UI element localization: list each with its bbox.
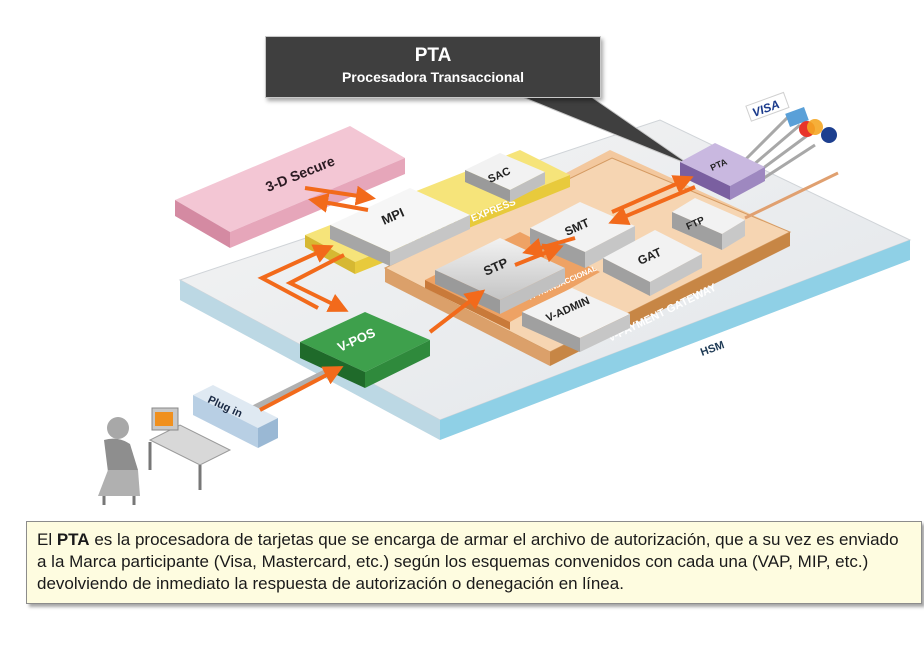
- callout-title: PTA: [414, 45, 452, 66]
- callout-subtitle: Procesadora Transaccional: [341, 69, 525, 85]
- pta-callout: PTA Procesadora Transaccional: [265, 36, 601, 98]
- arrow-plugin-to-vpos: [259, 366, 344, 412]
- card-brand-logos: VISA: [745, 91, 837, 143]
- pta-box: PTA: [680, 143, 765, 200]
- description-part2: es la procesadora de tarjetas que se enc…: [37, 530, 899, 593]
- mpi-box: MPI: [330, 188, 470, 266]
- hsm-label: HSM: [699, 339, 726, 359]
- arrow-pta-to-stp: [608, 185, 696, 225]
- arrow-stp-to-pta: [611, 175, 694, 214]
- plug-in-cable: [248, 367, 332, 413]
- arrow-mpi-to-vpos: [285, 253, 349, 312]
- arrow-mpi-to-3ds: [308, 192, 369, 213]
- description-pta: PTA: [56, 530, 90, 549]
- amex-logo: [785, 107, 809, 127]
- pta-card-lines: [743, 113, 816, 180]
- architecture-diagram: HSM 3-D Secure V-PAYMENT GATEWAY VERIFIK…: [98, 91, 912, 505]
- arrow-3ds-to-mpi: [304, 185, 376, 206]
- user-at-computer-icon: [98, 407, 232, 505]
- v-admin-box: V-ADMIN: [522, 288, 630, 352]
- arrow-vpos-to-stp: [428, 289, 486, 334]
- gat-box: GAT: [603, 230, 702, 296]
- ftp-cable: [744, 171, 839, 220]
- sac-box: SAC: [465, 153, 545, 202]
- arrow-smt-up: [514, 243, 564, 267]
- v-pos-box: V-POS: [300, 312, 430, 388]
- description-box: El PTA es la procesadora de tarjetas que…: [26, 521, 922, 604]
- plug-in-box: Plug in: [193, 385, 278, 448]
- ftp-box: FTP: [672, 198, 745, 250]
- arrow-vpos-to-mpi: [257, 244, 334, 310]
- diners-logo: [821, 127, 837, 143]
- description-part1: El: [37, 530, 57, 549]
